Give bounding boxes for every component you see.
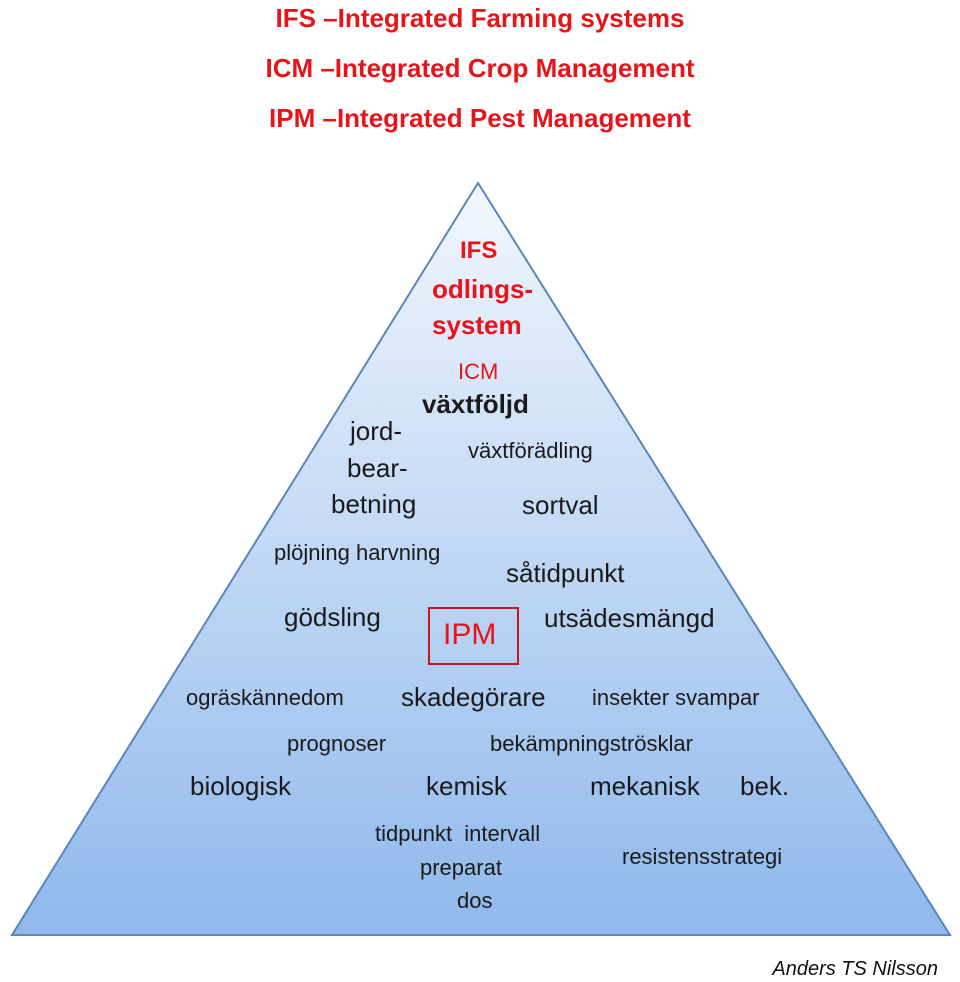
label-preparat: preparat bbox=[420, 855, 502, 880]
label-godsling: gödsling bbox=[284, 602, 381, 632]
label-satidpunkt: såtidpunkt bbox=[506, 558, 625, 588]
label-jord-2: bear- bbox=[347, 453, 408, 483]
label-skadegorare: skadegörare bbox=[401, 682, 546, 712]
icm-heading: växtföljd bbox=[422, 389, 529, 419]
ifs-line1: odlings- bbox=[432, 274, 534, 304]
label-insekter-svampar: insekter svampar bbox=[592, 685, 760, 710]
label-bek: bek. bbox=[740, 771, 790, 801]
label-mekanisk: mekanisk bbox=[590, 771, 700, 801]
header-line-icm: ICM –Integrated Crop Management bbox=[265, 53, 695, 83]
author-credit: Anders TS Nilsson bbox=[772, 958, 938, 980]
label-utsadesmangd: utsädesmängd bbox=[544, 603, 715, 633]
label-jord-3: betning bbox=[331, 489, 417, 519]
ipm-label: IPM bbox=[443, 618, 497, 651]
label-vaxtforadling: växtförädling bbox=[468, 438, 593, 463]
label-resistensstrategi: resistensstrategi bbox=[622, 844, 783, 869]
label-jord-1: jord- bbox=[350, 416, 403, 446]
header-line-ifs: IFS –Integrated Farming systems bbox=[275, 3, 685, 33]
ifs-title: IFS bbox=[460, 237, 498, 264]
ipm-box bbox=[428, 607, 519, 665]
label-kemisk: kemisk bbox=[426, 771, 507, 801]
label-tidpunkt-intervall: tidpunkt intervall bbox=[375, 821, 541, 846]
label-ograskannedom: ogräskännedom bbox=[186, 685, 344, 710]
label-prognoser: prognoser bbox=[287, 731, 387, 756]
label-dos: dos bbox=[457, 888, 493, 913]
label-plojning: plöjning harvning bbox=[274, 540, 441, 565]
label-sortval: sortval bbox=[522, 490, 599, 520]
label-biologisk: biologisk bbox=[190, 771, 292, 801]
ifs-line2: system bbox=[432, 310, 522, 340]
pyramid-triangle bbox=[10, 181, 952, 936]
icm-title: ICM bbox=[458, 359, 499, 384]
label-bekampningstrosklar: bekämpningströsklar bbox=[490, 731, 693, 756]
header-line-ipm: IPM –Integrated Pest Management bbox=[269, 103, 691, 133]
